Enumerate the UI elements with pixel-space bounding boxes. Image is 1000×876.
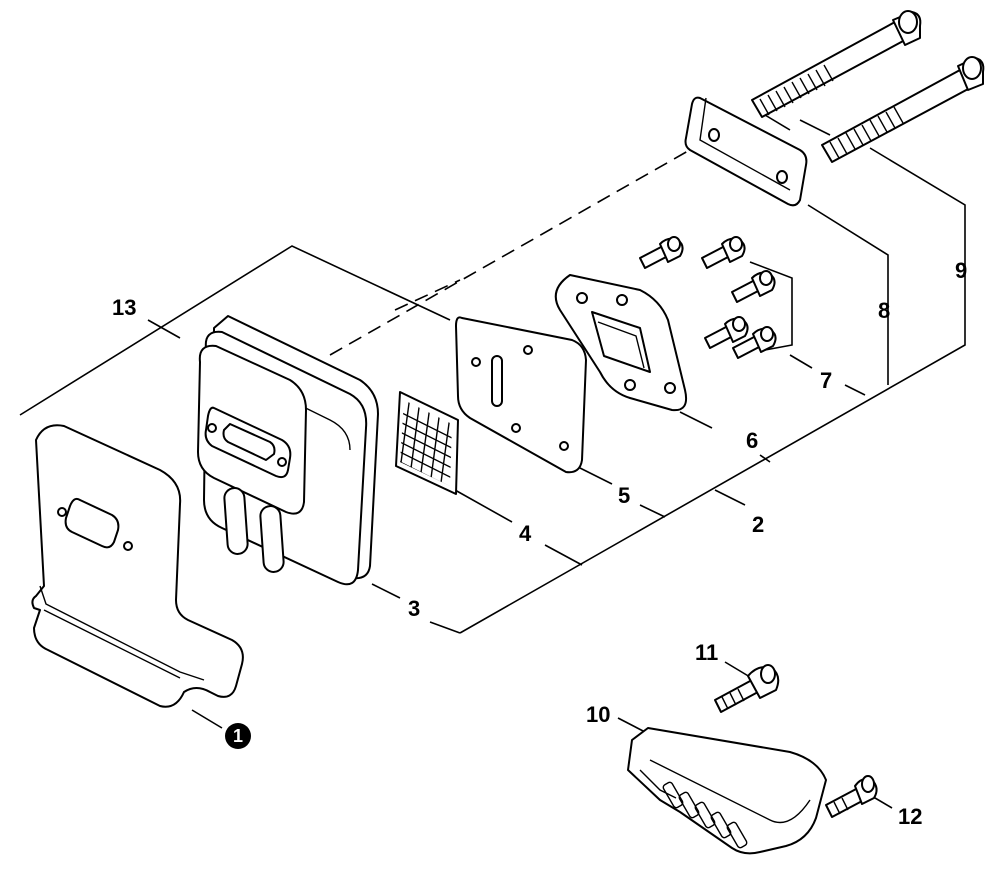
callout-9: 9: [955, 258, 967, 283]
cover-screw-11: [714, 664, 780, 713]
callout-2: 2: [752, 512, 764, 537]
long-bolt-lower: [821, 56, 985, 163]
callout-3: 3: [408, 596, 420, 621]
callout-12: 12: [898, 804, 922, 829]
clamp-plate: [684, 96, 808, 207]
callout-6: 6: [746, 428, 758, 453]
callout-1-badge: [225, 723, 251, 749]
callout-4: 4: [519, 521, 532, 546]
spark-screen: [395, 391, 459, 495]
muffler-gasket: [455, 316, 587, 474]
long-bolt-upper: [751, 10, 922, 118]
callout-labels: 13 9 8 7 6 2 5 4 3 11 10 12 1: [112, 258, 967, 829]
leader-lines: [19, 114, 966, 809]
callout-10: 10: [586, 702, 610, 727]
muffler-body: [197, 315, 379, 586]
callout-5: 5: [618, 483, 630, 508]
heat-shield: [31, 424, 244, 708]
deflector-cover: [627, 727, 827, 855]
cover-screw-12: [825, 775, 878, 818]
small-screws: [639, 236, 777, 359]
callout-13: 13: [112, 295, 136, 320]
callout-8: 8: [878, 298, 890, 323]
exhaust-flange: [554, 274, 688, 412]
callout-1: 1: [233, 726, 243, 746]
callout-11: 11: [695, 640, 718, 665]
callout-7: 7: [820, 368, 832, 393]
